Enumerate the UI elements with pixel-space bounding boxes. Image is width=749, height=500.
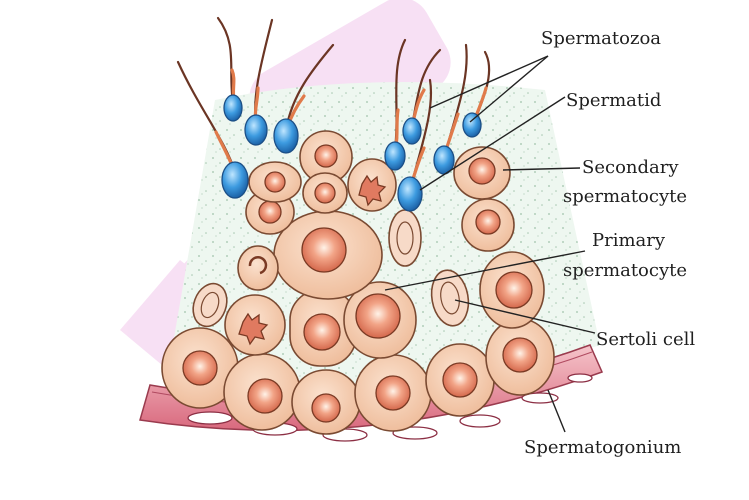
label-secondary-line1: Secondary — [582, 157, 679, 178]
label-spermatogonium: Spermatogonium — [524, 437, 681, 458]
label-secondary-line2: spermatocyte — [563, 186, 687, 207]
label-sertoli-cell: Sertoli cell — [596, 329, 695, 350]
label-spermatid: Spermatid — [566, 90, 661, 111]
label-spermatozoa: Spermatozoa — [541, 28, 661, 49]
label-primary-line2: spermatocyte — [563, 260, 687, 281]
label-primary-line1: Primary — [592, 230, 666, 251]
